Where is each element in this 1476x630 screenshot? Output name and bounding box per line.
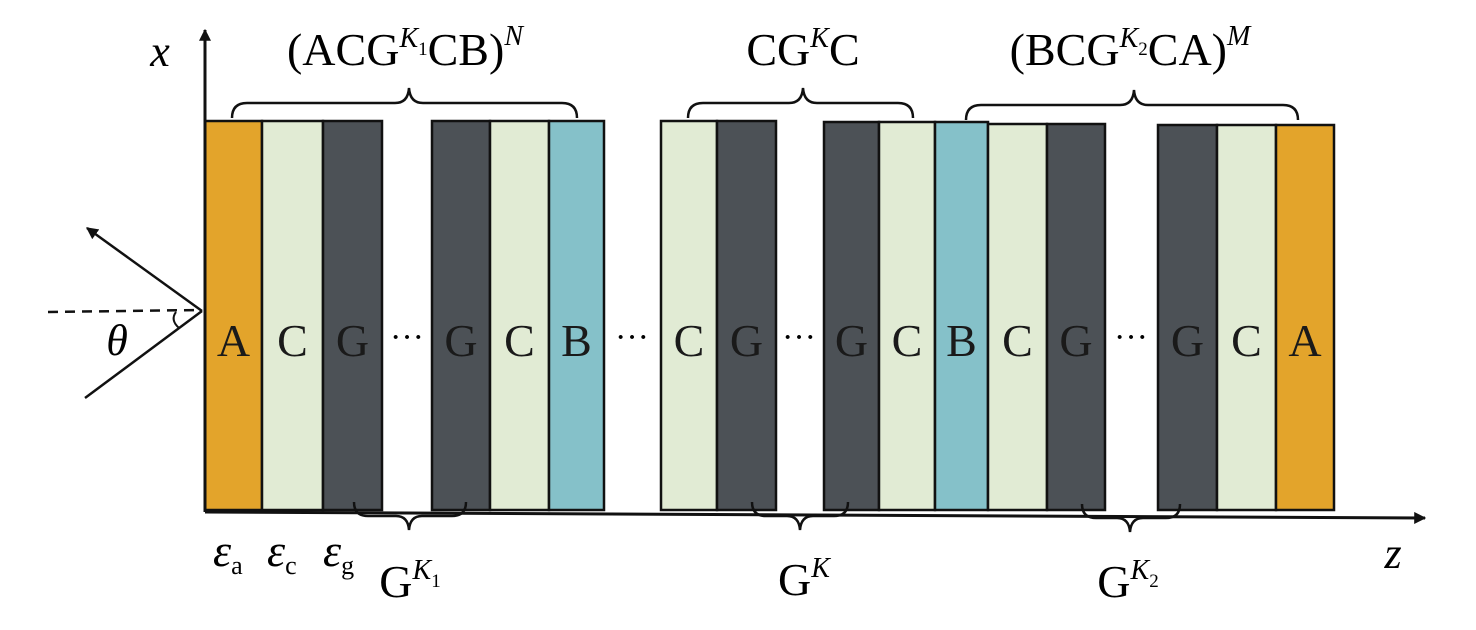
top-group-1-tail: CB) bbox=[428, 24, 505, 75]
layer-1-label: A bbox=[217, 315, 250, 366]
bottom-group-label-3: GK2 bbox=[1097, 555, 1158, 607]
bottom-group-2-base: G bbox=[778, 554, 811, 605]
ellipsis-2: ··· bbox=[615, 319, 649, 356]
bottom-group-3-sup-sub: 2 bbox=[1149, 571, 1159, 592]
bottom-brace-1 bbox=[352, 501, 468, 531]
top-group-label-1: (ACGK1CB)N bbox=[287, 21, 524, 75]
layer-11-label: B bbox=[946, 315, 977, 366]
layer-12-label: C bbox=[1002, 315, 1033, 366]
layer-8-g bbox=[715, 119, 778, 512]
top-braces bbox=[230, 87, 1300, 121]
layer-16-label: A bbox=[1288, 315, 1321, 366]
bottom-group-1-sup-sub: 1 bbox=[431, 571, 441, 592]
permittivity-g: εg bbox=[323, 525, 354, 580]
incident-ray bbox=[84, 309, 203, 400]
permittivity-a-sub: a bbox=[231, 551, 243, 580]
layer-2-c bbox=[260, 119, 325, 512]
top-group-label-3: (BCGK2CA)M bbox=[1010, 21, 1252, 75]
top-group-1-sup-main: K bbox=[398, 23, 419, 54]
bottom-group-label-2: GK bbox=[778, 553, 831, 605]
layer-7-c bbox=[659, 119, 719, 512]
top-brace-3 bbox=[964, 89, 1300, 121]
permittivity-g-sub: g bbox=[341, 551, 354, 580]
top-group-1-base: (ACG bbox=[287, 24, 399, 75]
bottom-brace-2 bbox=[750, 501, 850, 531]
layer-10-label: C bbox=[892, 315, 923, 366]
z-axis-label: z bbox=[1383, 529, 1401, 578]
top-group-3-sup-main: K bbox=[1119, 23, 1140, 54]
layer-6-label: B bbox=[561, 315, 592, 366]
layer-14-label: G bbox=[1171, 315, 1204, 366]
bottom-group-1-sup-main: K bbox=[412, 555, 433, 586]
layer-10-c bbox=[877, 120, 937, 512]
layer-3-label: G bbox=[336, 315, 369, 366]
layer-14-g bbox=[1156, 123, 1219, 512]
layer-12-c bbox=[986, 122, 1049, 512]
ellipsis-1: ··· bbox=[390, 319, 424, 356]
layer-16-a bbox=[1274, 123, 1336, 512]
layer-9-g bbox=[822, 120, 881, 512]
layer-3-g bbox=[321, 119, 384, 512]
dashed-normal-line bbox=[47, 308, 201, 314]
top-group-3-tail-sup: M bbox=[1226, 21, 1252, 52]
bottom-brace-3 bbox=[1080, 503, 1182, 533]
ellipsis-3: ··· bbox=[782, 319, 816, 356]
top-group-2-base: CG bbox=[746, 24, 810, 75]
bottom-braces bbox=[352, 501, 1182, 533]
angle-arc bbox=[172, 311, 180, 329]
permittivity-c: εc bbox=[267, 525, 297, 580]
layer-5-label: C bbox=[504, 315, 535, 366]
top-group-label-2: CGKC bbox=[746, 23, 859, 75]
top-group-1-sup-sub: 1 bbox=[418, 39, 428, 60]
wave-rays: θ bbox=[47, 226, 203, 400]
layer-6-b bbox=[547, 119, 606, 512]
layer-15-label: C bbox=[1231, 315, 1262, 366]
top-group-3-sup-sub: 2 bbox=[1138, 39, 1148, 60]
ellipsis-4: ··· bbox=[1114, 319, 1148, 356]
top-brace-2 bbox=[686, 87, 915, 119]
layer-13-g bbox=[1045, 122, 1107, 512]
top-group-2-tail: C bbox=[829, 24, 860, 75]
top-group-3-base: (BCG bbox=[1010, 24, 1120, 75]
layer-2-label: C bbox=[277, 315, 308, 366]
layer-8-label: G bbox=[730, 315, 763, 366]
bottom-group-3-sup-main: K bbox=[1130, 555, 1151, 586]
permittivity-c-symbol: ε bbox=[267, 525, 286, 576]
bottom-group-3-base: G bbox=[1097, 556, 1130, 607]
bottom-group-label-1: GK1 bbox=[379, 555, 440, 607]
layer-9-label: G bbox=[835, 315, 868, 366]
ellipsis-group: ··· ··· ··· ··· bbox=[390, 319, 1148, 356]
bottom-group-1-base: G bbox=[379, 556, 412, 607]
layer-5-c bbox=[488, 119, 551, 512]
permittivity-g-symbol: ε bbox=[323, 525, 342, 576]
top-brace-1 bbox=[230, 87, 579, 119]
permittivity-a: εa bbox=[213, 525, 243, 580]
permittivity-a-symbol: ε bbox=[213, 525, 232, 576]
layer-4-label: G bbox=[444, 315, 477, 366]
x-axis-label: x bbox=[149, 27, 170, 76]
top-group-3-tail: CA) bbox=[1148, 24, 1227, 75]
layer-13-label: G bbox=[1059, 315, 1092, 366]
bottom-group-2-sup-main: K bbox=[810, 553, 831, 584]
layer-7-label: C bbox=[674, 315, 705, 366]
reflected-ray bbox=[86, 226, 203, 313]
angle-label: θ bbox=[106, 316, 128, 365]
top-group-1-tail-sup: N bbox=[503, 21, 524, 52]
top-group-2-sup-main: K bbox=[809, 23, 830, 54]
permittivity-c-sub: c bbox=[285, 551, 297, 580]
